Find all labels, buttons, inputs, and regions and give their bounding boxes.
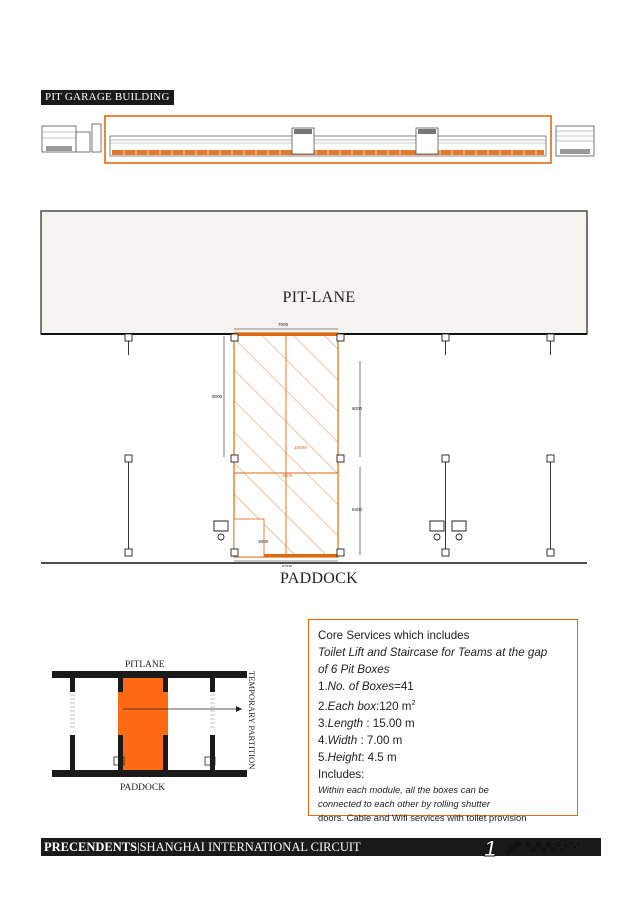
- pit-box-plan: 7000 9000 6000 6400 15000 3500 6700 3000: [40, 210, 588, 567]
- dim-mid-a: 15000: [294, 445, 307, 450]
- checkered-flag-logo: 1: [484, 836, 580, 862]
- left-annex: [41, 123, 102, 153]
- footer-bar: [41, 838, 601, 856]
- info-item-boxes: 1.No. of Boxes=41: [318, 680, 414, 693]
- info-item-box-area: 2.Each box:120 m2: [318, 699, 416, 713]
- dim-mid-b: 3500: [282, 473, 293, 478]
- columns: [124, 333, 555, 557]
- schematic-bottom-label: PADDOCK: [120, 783, 165, 793]
- info-item-width: 4.Width : 7.00 m: [318, 733, 403, 747]
- dim-right-upper: 6000: [352, 406, 363, 411]
- paddock-label: PADDOCK: [280, 570, 358, 587]
- info-line-2: Toilet Lift and Staircase for Teams at t…: [318, 646, 548, 659]
- info-includes: Includes:: [318, 767, 365, 781]
- dim-bottom: 6700: [282, 564, 293, 567]
- info-line-1: Core Services which includes: [318, 629, 470, 642]
- building-elevation: [41, 115, 595, 164]
- pit-box: [233, 332, 339, 558]
- right-annex: [555, 125, 595, 157]
- info-note-2: connected to each other by rolling shutt…: [318, 797, 490, 809]
- info-item-length: 3.Length : 15.00 m: [318, 716, 415, 730]
- info-line-3: of 6 Pit Boxes: [318, 663, 390, 676]
- info-note-3: doors. Cable and Wifi services with toil…: [318, 811, 527, 823]
- schematic-side-label: TEMPORARY PARTITION: [247, 671, 257, 770]
- page-number: 1: [484, 836, 496, 861]
- info-item-height: 5.Height: 4.5 m: [318, 750, 397, 764]
- footer-separator: |: [137, 840, 140, 854]
- main-building: [109, 127, 547, 157]
- dim-toilet: 3000: [258, 539, 269, 544]
- footer-title: PRECENDENTS|SHANGHAI INTERNATIONAL CIRCU…: [44, 839, 361, 856]
- footer-bold: PRECENDENTS: [44, 840, 138, 854]
- partition-schematic: PITLANE PADDOCK TEMPORARY PARTITION: [52, 660, 257, 793]
- toilet-fixtures: [213, 520, 467, 541]
- schematic-top-label: PITLANE: [125, 660, 165, 670]
- footer-rest: SHANGHAI INTERNATIONAL CIRCUIT: [139, 840, 361, 854]
- info-note-1: Within each module, all the boxes can be: [318, 783, 489, 795]
- pit-box-fill: [118, 678, 168, 770]
- pit-lane-area: [40, 210, 588, 335]
- highlight-frame: [104, 115, 552, 164]
- dim-left: 9000: [212, 394, 223, 399]
- section-title: PIT GARAGE BUILDING: [41, 90, 174, 105]
- pit-lane-label: PIT-LANE: [282, 289, 356, 306]
- dimension-lines: [223, 328, 361, 562]
- dim-right-lower: 6400: [352, 507, 363, 512]
- core-services-box: Core Services which includes Toilet Lift…: [308, 619, 578, 823]
- dim-top: 7000: [278, 322, 289, 327]
